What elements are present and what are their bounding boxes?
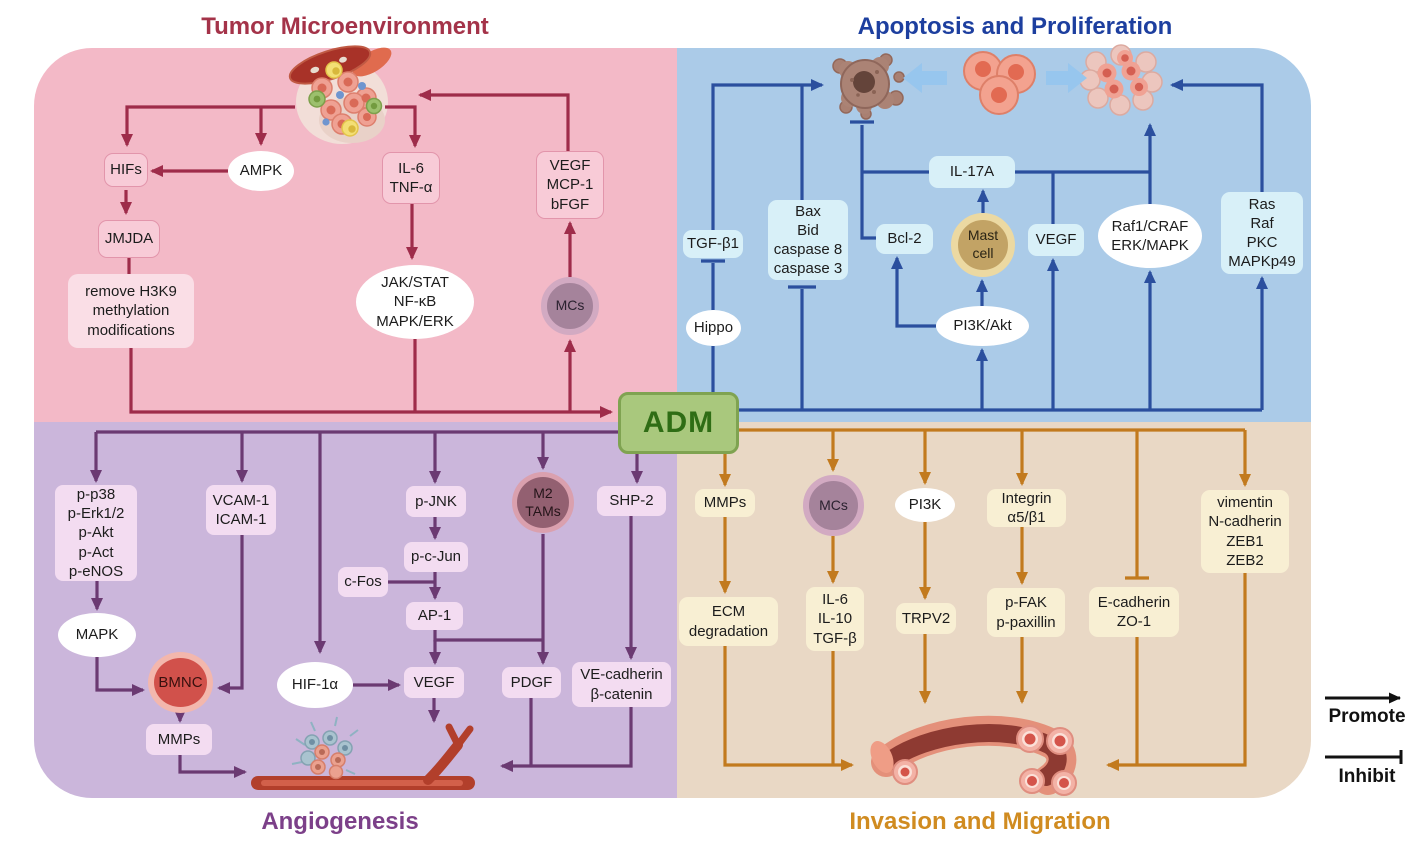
node-pjnk: p-JNK bbox=[406, 486, 466, 517]
adm-hub: ADM bbox=[618, 392, 739, 454]
arrow-h3k9-to-adm bbox=[129, 348, 613, 418]
node-bax-bid-caspases: Bax Bid caspase 8 caspase 3 bbox=[768, 200, 848, 280]
node-trpv2: TRPV2 bbox=[896, 603, 956, 634]
arrow-vcam-to-bmnc bbox=[217, 535, 244, 694]
arrow-tumor-to-il6 bbox=[385, 105, 421, 148]
light-blue-transition-arrows bbox=[903, 63, 1087, 93]
angiogenesis-vessel-illustration bbox=[251, 716, 475, 790]
arrow-vegf-mcp1-bfgf-to-tumor bbox=[418, 89, 570, 151]
node-hippo: Hippo bbox=[686, 310, 741, 346]
arrow-cells-to-apoptosis bbox=[903, 63, 947, 93]
angiogenesis-arrows bbox=[90, 430, 643, 778]
invasion-arrows bbox=[719, 428, 1251, 771]
node-vecadherin-bcatenin: VE-cadherin β-catenin bbox=[572, 662, 671, 707]
tumor-illustration bbox=[288, 45, 392, 144]
node-cfos: c-Fos bbox=[338, 567, 388, 597]
node-pi3k-akt: PI3K/Akt bbox=[936, 306, 1029, 346]
title-invasion-migration: Invasion and Migration bbox=[849, 808, 1111, 835]
node-mcs-invasion: MCs bbox=[803, 475, 864, 536]
node-m2-tams: M2 TAMs bbox=[512, 472, 574, 533]
node-mmps-angiogenesis: MMPs bbox=[146, 724, 212, 755]
title-angiogenesis: Angiogenesis bbox=[261, 808, 419, 835]
node-emt-markers: vimentin N-cadherin ZEB1 ZEB2 bbox=[1201, 490, 1289, 573]
node-jak-stat-nfkb-mapk: JAK/STAT NF-κB MAPK/ERK bbox=[356, 265, 474, 339]
legend-promote-label: Promote bbox=[1328, 706, 1406, 727]
arrow-tumor-to-hifs bbox=[121, 105, 295, 147]
arrow-emt-markers-to-vessel bbox=[1106, 573, 1247, 771]
quadrant-angiogenesis bbox=[34, 422, 677, 798]
node-mapk: MAPK bbox=[58, 613, 136, 657]
node-vegf-angiogenesis: VEGF bbox=[404, 667, 464, 698]
apoptotic-cell-illustration bbox=[832, 53, 905, 120]
normal-cells-illustration bbox=[963, 51, 1036, 115]
line-bcl2-up bbox=[860, 125, 877, 240]
node-il6-il10-tgfb: IL-6 IL-10 TGF-β bbox=[806, 587, 864, 651]
node-hif1a: HIF-1α bbox=[277, 662, 353, 708]
node-hifs: HIFs bbox=[104, 153, 148, 187]
node-vegf-mcp1-bfgf: VEGF MCP-1 bFGF bbox=[536, 151, 604, 219]
tme-arrows bbox=[120, 89, 613, 418]
node-ecm-degradation: ECM degradation bbox=[679, 597, 778, 646]
node-pfak-paxillin: p-FAK p-paxillin bbox=[987, 588, 1065, 637]
invasion-vessel-illustration bbox=[870, 715, 1077, 796]
node-ap1: AP-1 bbox=[406, 602, 463, 630]
node-h3k9-methylation: remove H3K9 methylation modifications bbox=[68, 274, 194, 348]
node-shp2: SHP-2 bbox=[597, 486, 666, 516]
arrow-cells-to-proliferation bbox=[1046, 63, 1087, 93]
node-pp38-group: p-p38 p-Erk1/2 p-Akt p-Act p-eNOS bbox=[55, 485, 137, 581]
node-pi3k-invasion: PI3K bbox=[895, 488, 955, 522]
legend-glyphs bbox=[1325, 692, 1403, 764]
arrow-mapk-to-bmnc bbox=[95, 657, 145, 696]
node-il6-tnfa: IL-6 TNF-α bbox=[382, 152, 440, 204]
proliferating-cells-illustration bbox=[1079, 44, 1163, 116]
node-ampk: AMPK bbox=[228, 151, 294, 191]
node-mmps-invasion: MMPs bbox=[695, 489, 755, 517]
arrow-ras-to-proliferation bbox=[1170, 79, 1264, 192]
node-il17a: IL-17A bbox=[929, 156, 1015, 188]
node-bcl2: Bcl-2 bbox=[876, 224, 933, 254]
node-mcs-tme: MCs bbox=[541, 277, 599, 335]
node-integrin-a5b1: Integrin α5/β1 bbox=[987, 489, 1066, 527]
node-ecadherin-zo1: E-cadherin ZO-1 bbox=[1089, 587, 1179, 637]
title-tumor-microenvironment: Tumor Microenvironment bbox=[201, 13, 489, 40]
node-bmnc: BMNC bbox=[148, 652, 213, 713]
arrow-vecadherin-pdgf-to-vessel bbox=[500, 707, 633, 772]
arrow-pi3k-akt-to-bcl2 bbox=[891, 256, 936, 328]
arrow-mmps-to-vessel bbox=[178, 755, 247, 778]
node-tgfb1: TGF-β1 bbox=[683, 230, 743, 258]
node-vcam-icam: VCAM-1 ICAM-1 bbox=[206, 485, 276, 535]
node-pcjun: p-c-Jun bbox=[404, 542, 468, 572]
node-vegf-apoptosis: VEGF bbox=[1028, 224, 1084, 256]
node-jmjda: JMJDA bbox=[98, 220, 160, 258]
node-raf1-craf-erk-mapk: Raf1/CRAF ERK/MAPK bbox=[1098, 204, 1202, 268]
node-ras-raf-pkc-mapkp49: Ras Raf PKC MAPKp49 bbox=[1221, 192, 1303, 274]
legend-inhibit-label: Inhibit bbox=[1338, 766, 1396, 787]
arrow-tgfb1-to-apoptosis bbox=[711, 79, 824, 230]
arrow-ecm-to-vessel bbox=[723, 646, 854, 771]
title-apoptosis-proliferation: Apoptosis and Proliferation bbox=[857, 13, 1173, 40]
node-pdgf: PDGF bbox=[502, 667, 561, 698]
node-mast-cell: Mast cell bbox=[951, 213, 1015, 277]
